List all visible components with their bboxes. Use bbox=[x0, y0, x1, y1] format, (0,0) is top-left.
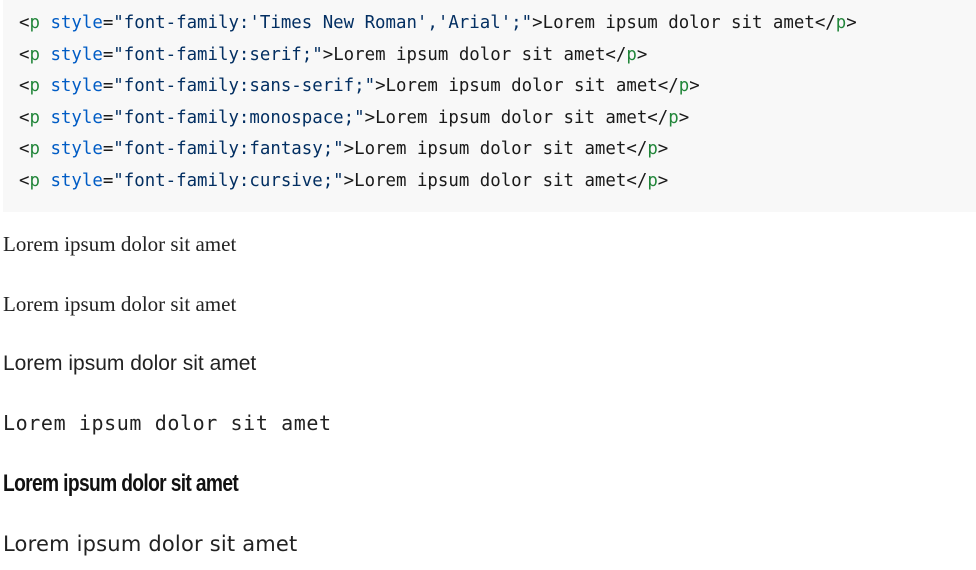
code-punct: > bbox=[364, 107, 376, 128]
code-line: <p style="font-family:serif;">Lorem ipsu… bbox=[19, 40, 976, 72]
demo-monospace: Lorem ipsum dolor sit amet bbox=[3, 411, 332, 435]
code-punct: > bbox=[636, 44, 648, 65]
code-text: Lorem ipsum dolor sit amet bbox=[354, 170, 627, 191]
code-tag-name: p bbox=[647, 139, 658, 160]
code-string: "font-family:fantasy;" bbox=[113, 139, 344, 160]
code-line: <p style="font-family:fantasy;">Lorem ip… bbox=[19, 134, 976, 166]
code-string: "font-family:serif;" bbox=[113, 44, 323, 65]
code-string: "font-family:cursive;" bbox=[113, 170, 344, 191]
code-punct: = bbox=[102, 44, 114, 65]
code-punct: > bbox=[343, 170, 355, 191]
code-punct: = bbox=[102, 107, 114, 128]
code-line: <p style="font-family:sans-serif;">Lorem… bbox=[19, 71, 976, 103]
code-attribute: style bbox=[50, 139, 103, 160]
code-tag-name: p bbox=[668, 107, 679, 128]
code-punct: </ bbox=[647, 107, 669, 128]
code-punct: </ bbox=[626, 170, 648, 191]
code-punct: > bbox=[678, 107, 690, 128]
code-punct: < bbox=[19, 44, 30, 65]
code-line: <p style="font-family:monospace;">Lorem … bbox=[19, 103, 976, 135]
code-punct: > bbox=[343, 139, 355, 160]
demo-sans-serif: Lorem ipsum dolor sit amet bbox=[3, 352, 257, 375]
code-attribute: style bbox=[50, 76, 103, 97]
code-tag-name: p bbox=[29, 170, 40, 191]
code-punct: < bbox=[19, 107, 30, 128]
code-tag-name: p bbox=[647, 170, 658, 191]
code-string: "font-family:sans-serif;" bbox=[113, 76, 376, 97]
code-punct: = bbox=[102, 76, 114, 97]
code-punct: < bbox=[19, 139, 30, 160]
code-tag-name: p bbox=[29, 76, 40, 97]
code-punct: > bbox=[846, 13, 857, 33]
code-attribute: style bbox=[50, 44, 103, 65]
code-tag-name: p bbox=[29, 44, 40, 65]
code-punct: > bbox=[657, 170, 669, 191]
code-string: "font-family:monospace;" bbox=[113, 107, 365, 128]
code-punct: </ bbox=[657, 76, 679, 97]
code-punct: > bbox=[657, 139, 669, 160]
code-punct: < bbox=[19, 76, 30, 97]
code-punct: = bbox=[102, 170, 114, 191]
code-punct: = bbox=[102, 13, 114, 33]
code-text: Lorem ipsum dolor sit amet bbox=[542, 13, 815, 33]
code-punct: > bbox=[322, 44, 334, 65]
code-string: "font-family:'Times New Roman','Arial';" bbox=[113, 13, 533, 33]
code-punct: < bbox=[19, 13, 30, 33]
code-punct: = bbox=[102, 139, 114, 160]
code-line: <p style="font-family:'Times New Roman',… bbox=[19, 8, 976, 40]
code-punct: > bbox=[375, 76, 386, 97]
code-punct: </ bbox=[814, 13, 836, 33]
code-punct: > bbox=[532, 13, 543, 33]
code-punct: > bbox=[689, 76, 700, 97]
code-tag-name: p bbox=[29, 139, 40, 160]
code-attribute: style bbox=[50, 13, 103, 33]
demo-cursive: Lorem ipsum dolor sit amet bbox=[3, 532, 298, 556]
code-line: <p style="font-family:cursive;">Lorem ip… bbox=[19, 166, 976, 198]
demo-times-new-roman: Lorem ipsum dolor sit amet bbox=[3, 232, 237, 256]
code-tag-name: p bbox=[835, 13, 847, 33]
code-punct: </ bbox=[626, 139, 648, 160]
code-punct: </ bbox=[605, 44, 627, 65]
code-attribute: style bbox=[50, 107, 103, 128]
code-punct: < bbox=[19, 170, 30, 191]
code-tag-name: p bbox=[626, 44, 637, 65]
code-text: Lorem ipsum dolor sit amet bbox=[385, 76, 658, 97]
code-attribute: style bbox=[50, 170, 103, 191]
demo-fantasy: Lorem ipsum dolor sit amet bbox=[3, 470, 239, 497]
code-tag-name: p bbox=[29, 107, 40, 128]
demo-serif: Lorem ipsum dolor sit amet bbox=[3, 292, 237, 316]
code-tag-name: p bbox=[29, 13, 40, 33]
code-text: Lorem ipsum dolor sit amet bbox=[333, 44, 606, 65]
code-block: <p style="font-family:'Times New Roman',… bbox=[3, 0, 976, 212]
code-text: Lorem ipsum dolor sit amet bbox=[375, 107, 648, 128]
code-text: Lorem ipsum dolor sit amet bbox=[354, 139, 627, 160]
code-tag-name: p bbox=[678, 76, 690, 97]
